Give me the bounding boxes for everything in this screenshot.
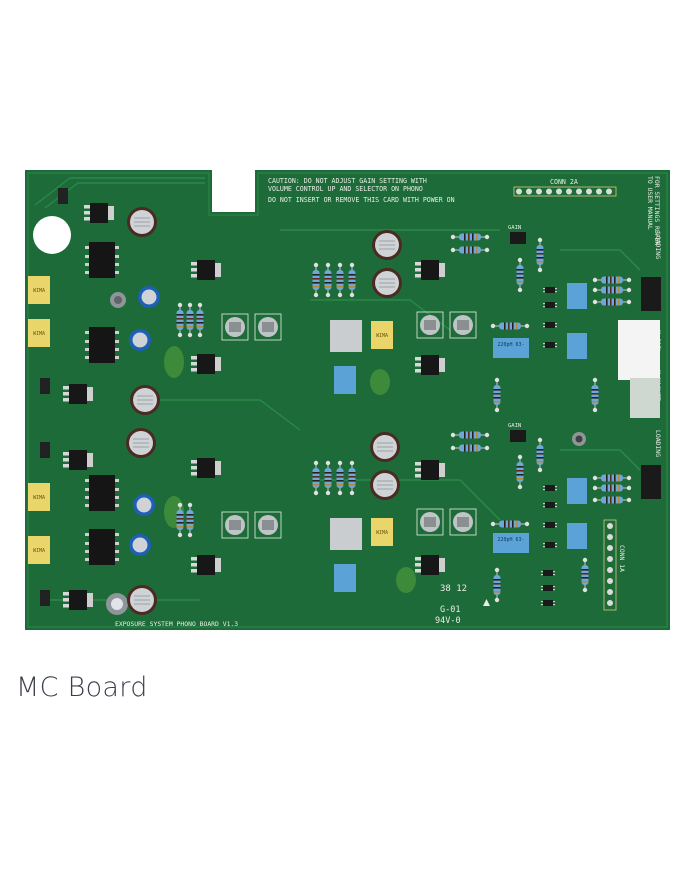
ul-code-1: G-01 [440,605,460,615]
board-name-label: EXPOSURE SYSTEM PHONO BOARD V1.3 [115,620,238,628]
pcb-photo: WIMA CAUTION: DO NOT ADJUST GAIN SETTING… [25,170,670,630]
gain-label-bottom: GAIN [508,423,521,429]
conn-1a-label: CONN 1A [618,545,626,572]
figure-caption: MC Board [16,672,148,703]
gain-label-top: GAIN [508,225,521,231]
date-code: 38 12 [440,584,467,594]
cap-220ph-bottom: 220pH 63- [497,537,524,543]
loading-label-top: LOADING [654,232,662,259]
warning-line-2: VOLUME CONTROL UP AND SELECTOR ON PHONO [268,185,423,193]
settings-note-2: TO USER MANUAL [646,176,654,230]
warning-line-3: DO NOT INSERT OR REMOVE THIS CARD WITH P… [268,196,455,204]
settings-note-1: FOR SETTINGS REFER [653,176,661,245]
ul-code-2: 94V-0 [435,616,461,626]
conn-2a-label: CONN 2A [550,178,578,186]
loading-label-bottom: LOADING [654,430,662,457]
cap-220ph-top: 220pH 63- [497,342,524,348]
warning-line-1: CAUTION: DO NOT ADJUST GAIN SETTING WITH [268,177,427,185]
